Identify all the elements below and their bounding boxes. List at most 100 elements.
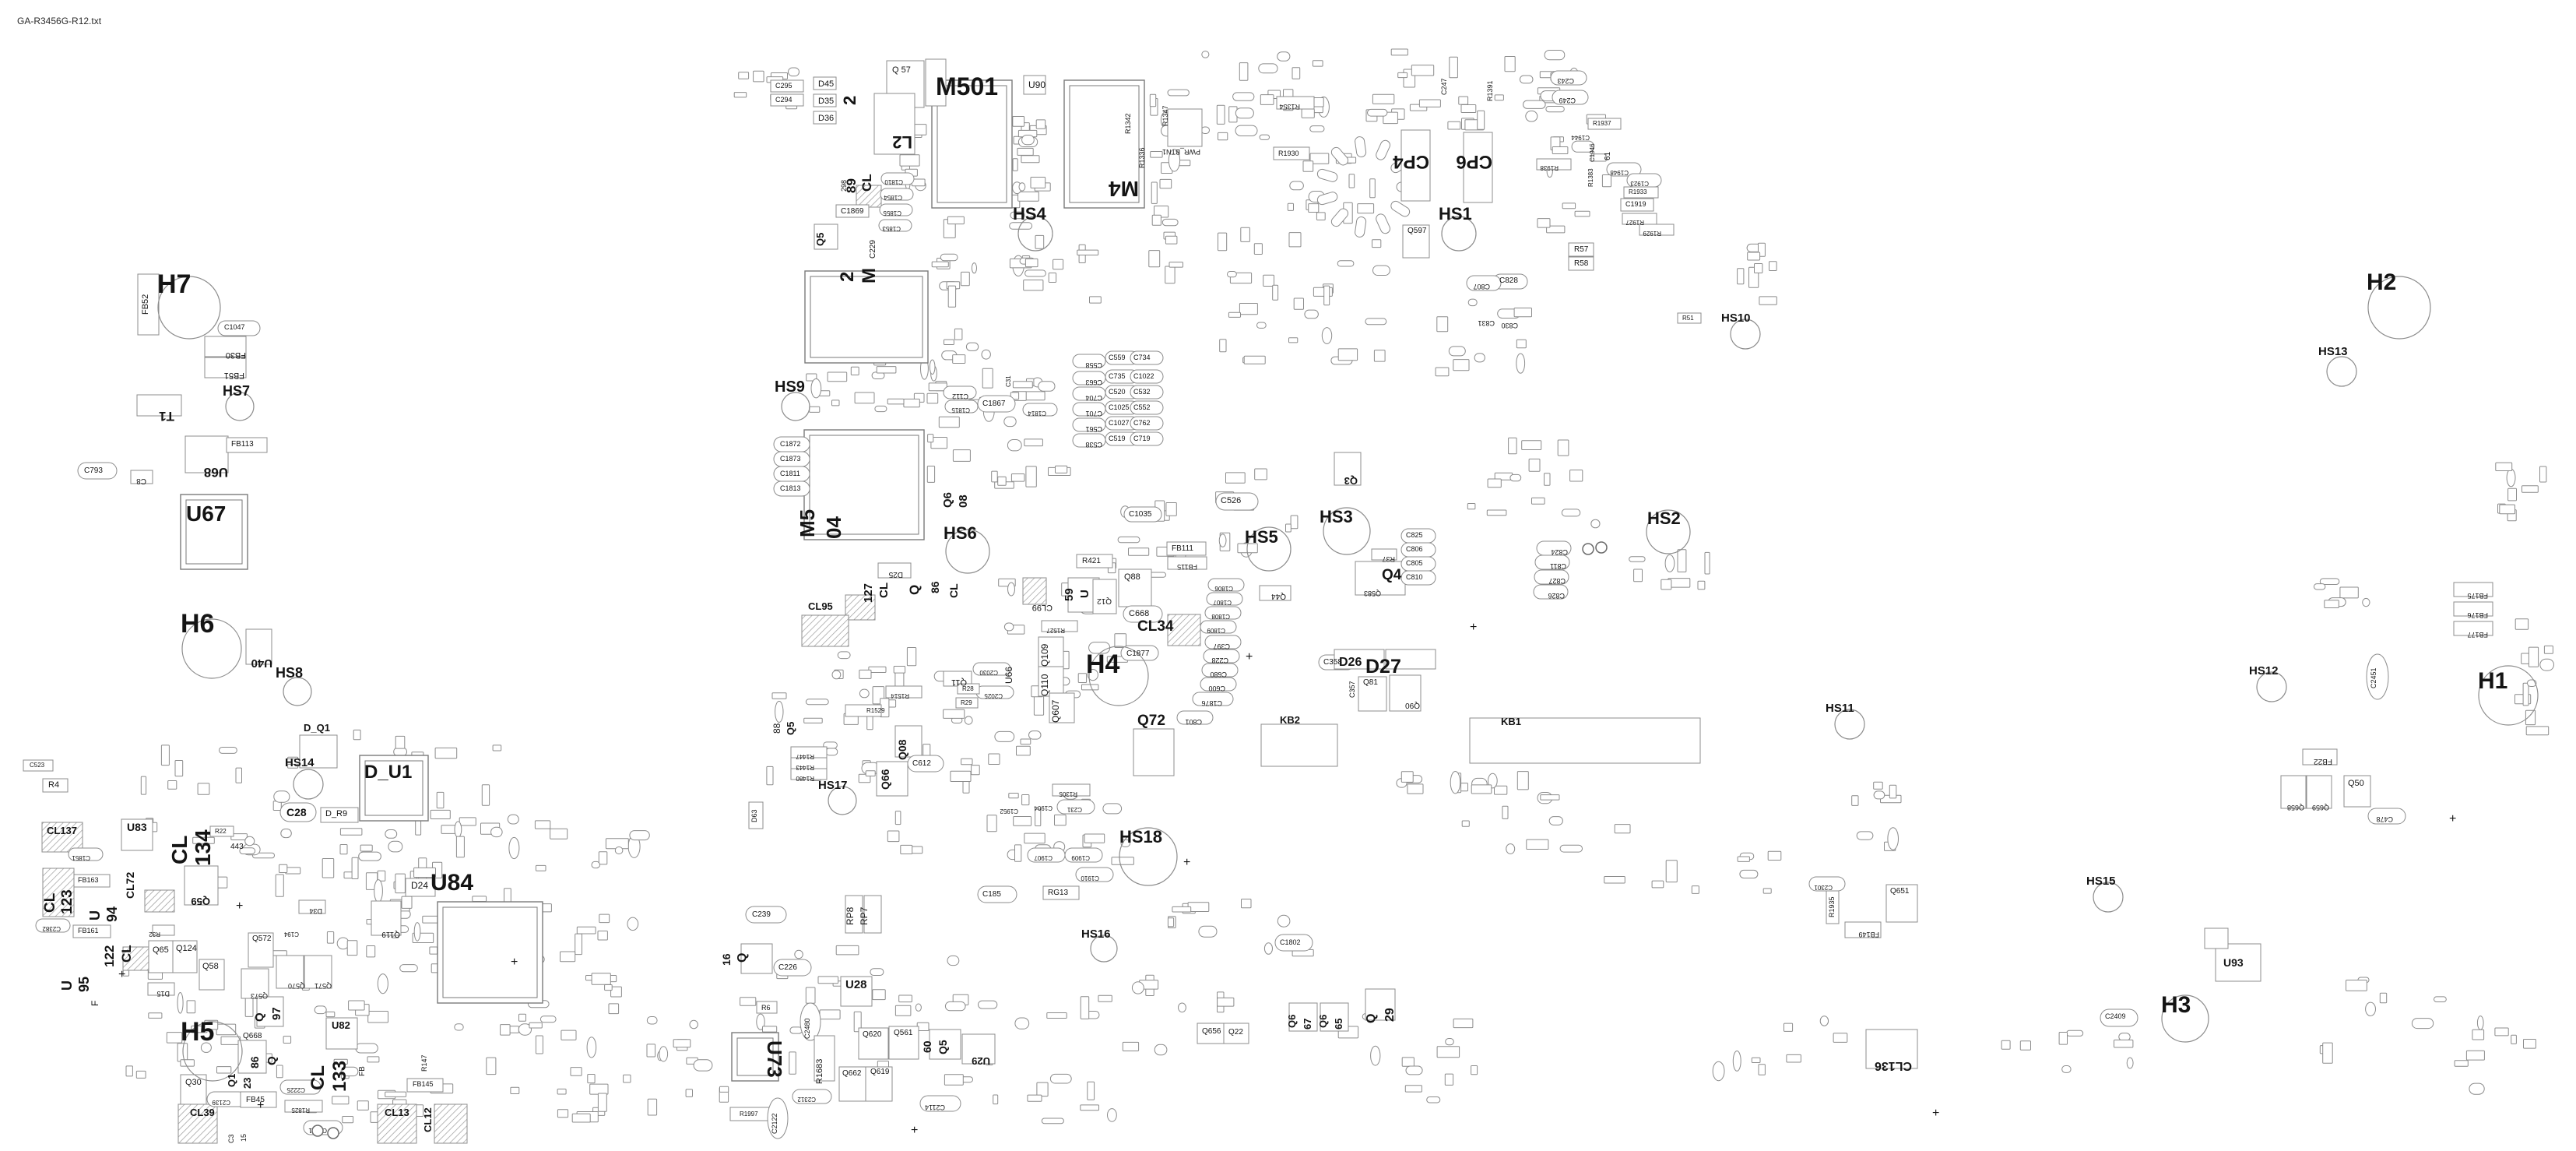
- part-label-fb113: FB113: [231, 440, 254, 449]
- outline-q119: [371, 900, 402, 936]
- cluster-part: [965, 342, 979, 351]
- hole-hs16: [1090, 935, 1118, 963]
- cluster-part: [1201, 51, 1210, 58]
- part-label-r1336: R1336: [1138, 147, 1146, 168]
- part-label-u73: U73: [763, 1040, 786, 1078]
- outline-q659: [2306, 775, 2332, 809]
- part-label-q: Q: [265, 1056, 279, 1065]
- cluster-part: [927, 434, 934, 443]
- component-outline: [42, 868, 75, 917]
- part-label-c2301: C2301: [1814, 884, 1833, 891]
- part-label-q65: Q65: [153, 945, 169, 955]
- part-label-c538: C538: [1085, 441, 1102, 449]
- outline-kb1: [1469, 717, 1701, 764]
- cluster-part: [2522, 485, 2539, 493]
- cluster-part: [1528, 458, 1541, 472]
- cluster-part: [1025, 466, 1037, 488]
- part-label-r1342: R1342: [1124, 113, 1132, 134]
- part-label-c239: C239: [752, 910, 771, 919]
- part-label-q: Q: [907, 585, 922, 595]
- part-label-r1383: R1383: [1587, 168, 1594, 187]
- cluster-part: [1035, 119, 1046, 129]
- cluster-part: [1516, 339, 1527, 349]
- cluster-part: [903, 398, 920, 408]
- cluster-part: [360, 844, 373, 852]
- outline-fb51: [204, 357, 247, 378]
- outline-r1930: [1273, 146, 1310, 160]
- part-label-r1927: R1927: [1625, 219, 1644, 226]
- cluster-part: [850, 366, 859, 375]
- ring-part: [1330, 208, 1349, 227]
- cluster-part: [283, 1036, 292, 1044]
- cluster-part: [325, 1011, 336, 1018]
- ring-part: [1330, 146, 1349, 166]
- cluster-part: [575, 933, 583, 956]
- part-label-c8: C8: [136, 477, 146, 485]
- cluster-part: [273, 790, 290, 803]
- cluster-part: [1447, 121, 1461, 130]
- cluster-part: [1046, 1012, 1067, 1019]
- outline-q109: [1038, 636, 1064, 667]
- cluster-part: [374, 879, 383, 903]
- part-label-q651: Q651: [1890, 887, 1910, 896]
- outline-r1514: [885, 685, 923, 699]
- hole-label-h6: H6: [181, 609, 214, 639]
- outline-q50: [2343, 775, 2371, 808]
- outline-q3: [1334, 452, 1362, 486]
- outline-c112: [943, 385, 977, 400]
- component-outline: [801, 614, 849, 647]
- cluster-part: [1316, 212, 1326, 220]
- part-label-q570: Q570: [288, 982, 305, 990]
- part-label-c811: C811: [1550, 562, 1566, 570]
- part-label-c243: C243: [1557, 77, 1574, 85]
- part-label-cl: CL: [119, 945, 134, 963]
- hole-hs17: [828, 786, 857, 815]
- cluster-part: [1370, 1045, 1381, 1066]
- cluster-part: [358, 851, 381, 861]
- part-label-c1035: C1035: [1129, 510, 1152, 519]
- cluster-part: [1098, 994, 1112, 1002]
- cluster-part: [835, 945, 859, 956]
- outline-c1855: [879, 203, 913, 216]
- part-label-88: 88: [771, 723, 782, 734]
- cluster-part: [771, 692, 787, 699]
- component-outline: [1167, 614, 1201, 646]
- ic-outline: [359, 755, 429, 822]
- part-label-fb163: FB163: [78, 876, 99, 884]
- outline-r1937: [1587, 118, 1622, 130]
- part-label-u83: U83: [127, 821, 147, 833]
- cluster-part: [340, 1066, 359, 1077]
- outline-c1047: [217, 320, 261, 336]
- part-label-q6: Q6: [1317, 1015, 1329, 1028]
- cluster-part: [1253, 243, 1263, 255]
- part-label-443: 443: [230, 843, 244, 851]
- part-label-kb1: KB1: [1501, 716, 1521, 727]
- cluster-part: [1313, 97, 1324, 107]
- cluster-part: [952, 354, 966, 364]
- cluster-part: [986, 815, 997, 832]
- hole-label-h1: H1: [2478, 668, 2507, 694]
- part-label-r1935: R1935: [1828, 896, 1836, 917]
- outline-fb176: [2453, 601, 2493, 617]
- cluster-part: [1751, 1057, 1761, 1063]
- cluster-part: [2472, 1029, 2485, 1040]
- part-label-r1443: R1443: [796, 764, 814, 771]
- cluster-part: [219, 747, 237, 754]
- cluster-part: [1024, 269, 1046, 277]
- part-label-d45: D45: [818, 79, 834, 89]
- part-label-cl99: CL99: [1032, 603, 1053, 612]
- cluster-part: [429, 946, 438, 955]
- hole-hs14: [293, 769, 324, 800]
- cluster-part: [1287, 202, 1295, 211]
- part-label-2: 2: [840, 96, 859, 105]
- cluster-part: [322, 858, 335, 878]
- outline-r4: [42, 778, 69, 793]
- outline-c827: [1534, 569, 1569, 585]
- cluster-part: [454, 821, 462, 838]
- part-label-c830: C830: [1501, 322, 1518, 329]
- cluster-part: [1168, 149, 1181, 172]
- cluster-part: [1117, 536, 1140, 544]
- cluster-part: [629, 830, 650, 841]
- cluster-part: [647, 1098, 658, 1116]
- cluster-part: [1218, 533, 1227, 547]
